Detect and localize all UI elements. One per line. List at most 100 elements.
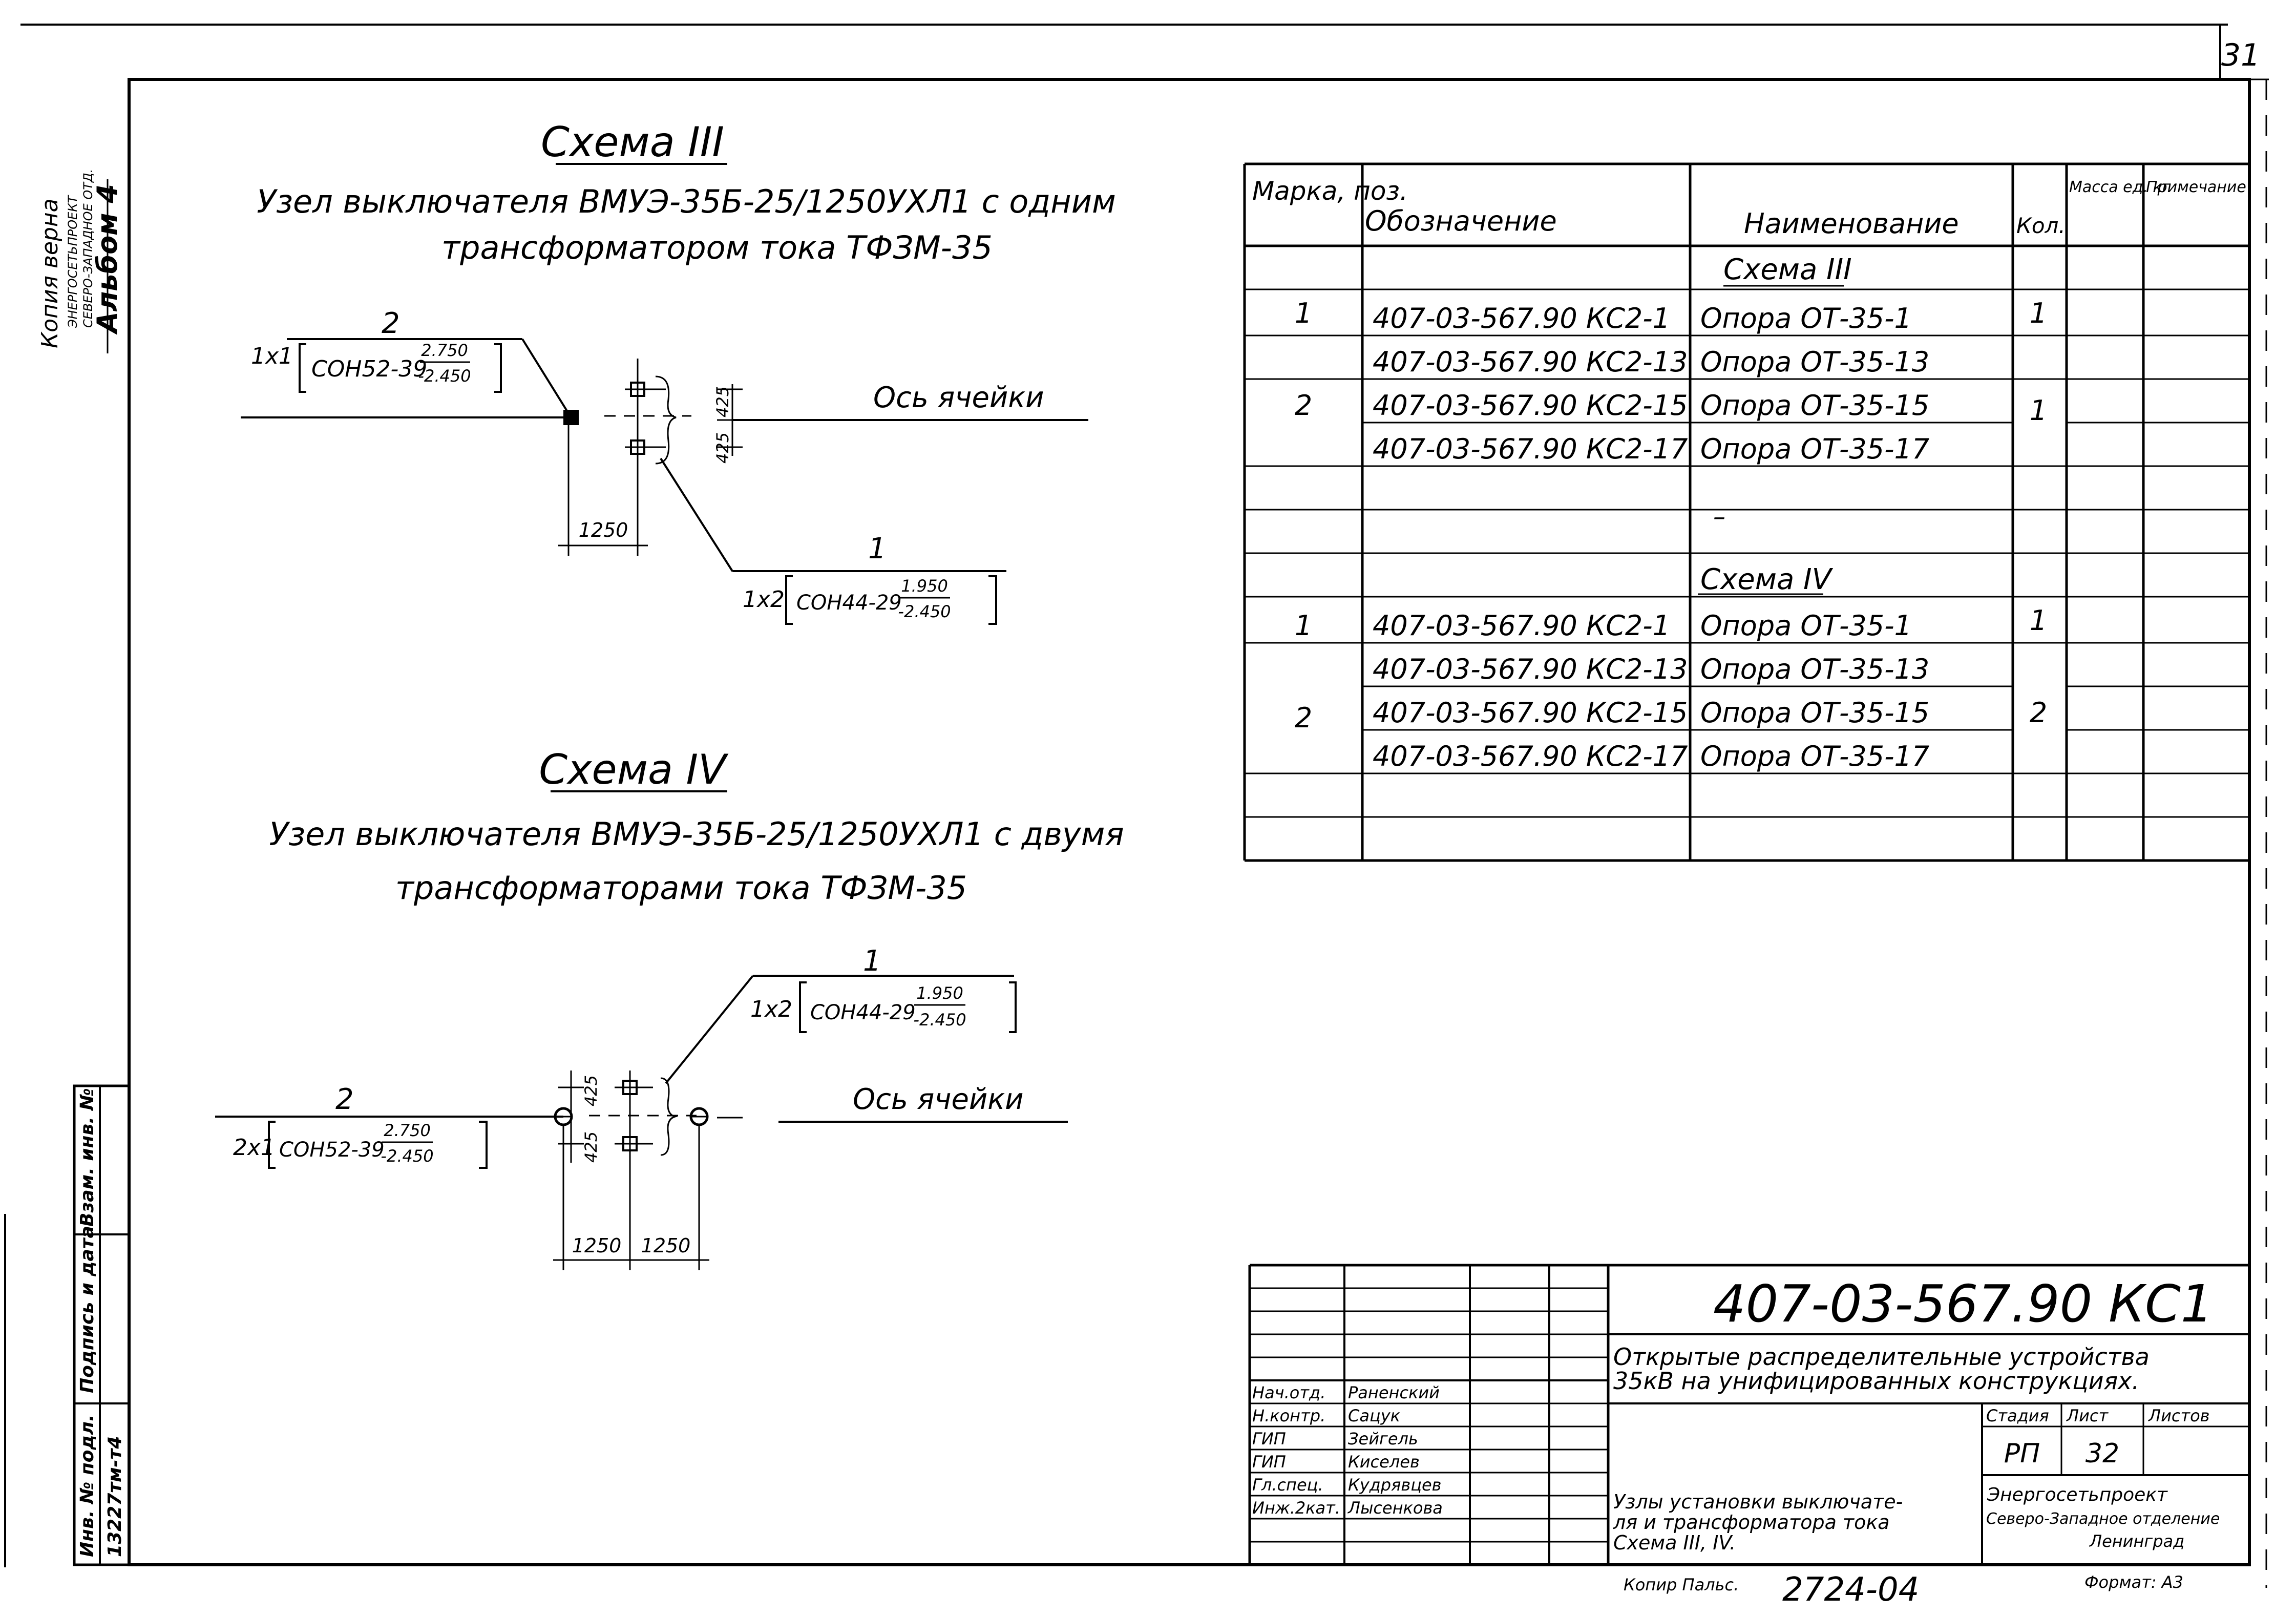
scheme-3: Схема III Узел выключателя ВМУЭ-35Б-25/1… (241, 118, 1116, 625)
scheme3-pos2-bot: -2.450 (418, 366, 471, 386)
sheet-number-corner: 31 (2221, 37, 2260, 73)
staff6-name: Лысенкова (1347, 1498, 1443, 1518)
s3-row4-code: 407-03-567.90 КС2-17 (1373, 433, 1688, 465)
s4-row2-name: Опора ОТ-35-13 (1700, 653, 1929, 685)
s3-row4-name: Опора ОТ-35-17 (1700, 433, 1929, 465)
s4-row3-name: Опора ОТ-35-15 (1700, 697, 1929, 729)
s4-row2-mark: 2 (1295, 702, 1312, 734)
scheme3-pos1-top: 1.950 (901, 576, 948, 596)
staff5-role: Гл.спец. (1252, 1475, 1323, 1495)
copy-note: Копия верна (37, 198, 63, 348)
scheme3-pos2-mark: СОН52-39 (311, 356, 427, 382)
org-line1: Энергосетьпроект (1987, 1484, 2168, 1505)
header-mass: Масса ед. кг (2069, 178, 2171, 196)
s4-row4-code: 407-03-567.90 КС2-17 (1373, 740, 1688, 772)
header-name: Наименование (1744, 207, 1959, 240)
scheme4-axis-label: Ось ячейки (853, 1083, 1024, 1116)
section4-label: Схема IV (1700, 563, 1834, 596)
s4-row3-code: 407-03-567.90 КС2-15 (1373, 697, 1688, 729)
scheme3-desc1: Узел выключателя ВМУЭ-35Б-25/1250УХЛ1 с … (257, 183, 1116, 220)
stamp-org-line2: СЕВЕРО-ЗАПАДНОЕ ОТД. (81, 169, 95, 328)
staff3-name: Зейгель (1348, 1429, 1418, 1449)
header-note: Примечание (2146, 178, 2246, 196)
s4-row2-code: 407-03-567.90 КС2-13 (1373, 653, 1688, 685)
scheme3-pos1-mark: СОН44-29 (796, 591, 902, 615)
sheet-label: Лист (2066, 1406, 2109, 1425)
scheme-4: Схема IV Узел выключателя ВМУЭ-35Б-25/12… (215, 746, 1124, 1270)
scheme4-dim-d: 1250 (641, 1234, 691, 1257)
s3-row1-qty: 1 (2030, 297, 2047, 329)
stage-label: Стадия (1986, 1406, 2049, 1425)
scheme4-pos2-top: 2.750 (384, 1121, 431, 1140)
staff4-role: ГИП (1252, 1452, 1286, 1472)
copy-number: 2724-04 (1782, 1571, 1919, 1609)
scheme4-dim-b: 425 (581, 1131, 601, 1163)
s3-row1-code: 407-03-567.90 КС2-1 (1373, 302, 1670, 334)
spec-dash: – (1713, 502, 1725, 531)
scheme4-pos1-mark: СОН44-29 (810, 1001, 916, 1024)
project-title-line2: 35кВ на унифицированных конструкциях. (1613, 1367, 2139, 1395)
s4-row1-qty: 1 (2030, 604, 2047, 637)
s3-row1-name: Опора ОТ-35-1 (1700, 302, 1912, 334)
s3-row2-qty: 1 (2030, 394, 2047, 427)
copied-label: Копир Пальс. (1624, 1575, 1739, 1594)
scheme3-pos2-top: 2.750 (421, 341, 468, 360)
scheme4-pos1-qty: 1х2 (750, 996, 792, 1022)
sheet-frame (4, 24, 2269, 1588)
scheme4-title: Схема IV (539, 746, 729, 793)
staff2-role: Н.контр. (1252, 1406, 1325, 1425)
staff1-role: Нач.отд. (1252, 1383, 1325, 1402)
scheme4-pos2-mark: СОН52-39 (279, 1138, 385, 1162)
staff5-name: Кудрявцев (1348, 1475, 1442, 1495)
org-line3: Ленинград (2089, 1531, 2184, 1551)
title-block-text: 407-03-567.90 КС1 Открытые распределител… (1252, 1274, 2220, 1609)
scheme4-pos1-number: 1 (863, 945, 881, 978)
format-label: Формат: А3 (2084, 1572, 2183, 1592)
s4-row4-name: Опора ОТ-35-17 (1700, 740, 1929, 772)
scheme4-dim-c: 1250 (572, 1234, 622, 1257)
scheme4-pos1-bot: -2.450 (913, 1010, 966, 1030)
scheme4-pos2-number: 2 (335, 1083, 354, 1116)
s4-row1-mark: 1 (1295, 610, 1312, 642)
sheet-title-line1: Узлы установки выключате- (1613, 1491, 1903, 1513)
field-sign-label: Подпись и дата (77, 1226, 98, 1393)
left-stamp: Копия верна ЭНЕРГОСЕТЬПРОЕКТ СЕВЕРО-ЗАПА… (37, 169, 131, 1566)
s4-row1-code: 407-03-567.90 КС2-1 (1373, 610, 1670, 642)
staff4-name: Киселев (1348, 1452, 1420, 1472)
scheme3-pos1-number: 1 (868, 532, 887, 565)
staff3-role: ГИП (1252, 1429, 1286, 1449)
project-title-line1: Открытые распределительные устройства (1613, 1343, 2150, 1371)
s3-row3-name: Опора ОТ-35-15 (1700, 389, 1929, 422)
header-mark: Марка, поз. (1252, 176, 1408, 206)
scheme3-axis-label: Ось ячейки (873, 381, 1044, 414)
s3-row3-code: 407-03-567.90 КС2-15 (1373, 389, 1688, 422)
s3-row2-name: Опора ОТ-35-13 (1700, 346, 1929, 378)
scheme3-pos2-number: 2 (382, 307, 400, 340)
field-replace-label: Взам. инв. № (77, 1088, 98, 1227)
staff6-role: Инж.2кат. (1252, 1498, 1340, 1518)
s4-row2-qty: 2 (2030, 697, 2047, 729)
scheme3-pos2-qty: 1х1 (251, 343, 293, 369)
scheme3-dim-b: 425 (713, 432, 732, 464)
sheets-label: Листов (2148, 1406, 2210, 1425)
stage-value: РП (2004, 1438, 2040, 1469)
scheme3-title: Схема III (541, 118, 724, 166)
scheme4-desc2: трансформаторами тока ТФЗМ-35 (395, 869, 967, 907)
section3-label: Схема III (1723, 253, 1852, 286)
scheme4-pos1-top: 1.950 (916, 983, 963, 1003)
doc-code: 407-03-567.90 КС1 (1713, 1274, 2213, 1334)
spec-body: Схема III 1 407-03-567.90 КС2-1 Опора ОТ… (1295, 253, 2047, 772)
scheme3-pos1-qty: 1х2 (743, 586, 785, 613)
staff1-name: Раненский (1348, 1383, 1440, 1402)
scheme3-dim-a: 425 (713, 386, 732, 417)
staff2-name: Сацук (1348, 1406, 1401, 1425)
spec-table (1243, 162, 2249, 862)
s3-row1-mark: 1 (1295, 297, 1312, 329)
header-qty: Кол. (2016, 213, 2066, 238)
s3-row2-code: 407-03-567.90 КС2-13 (1373, 346, 1688, 378)
header-code: Обозначение (1365, 205, 1557, 237)
s3-row2-mark: 2 (1295, 389, 1312, 422)
scheme4-desc1: Узел выключателя ВМУЭ-35Б-25/1250УХЛ1 с … (269, 815, 1124, 853)
scheme3-pos1-bot: -2.450 (898, 602, 951, 621)
